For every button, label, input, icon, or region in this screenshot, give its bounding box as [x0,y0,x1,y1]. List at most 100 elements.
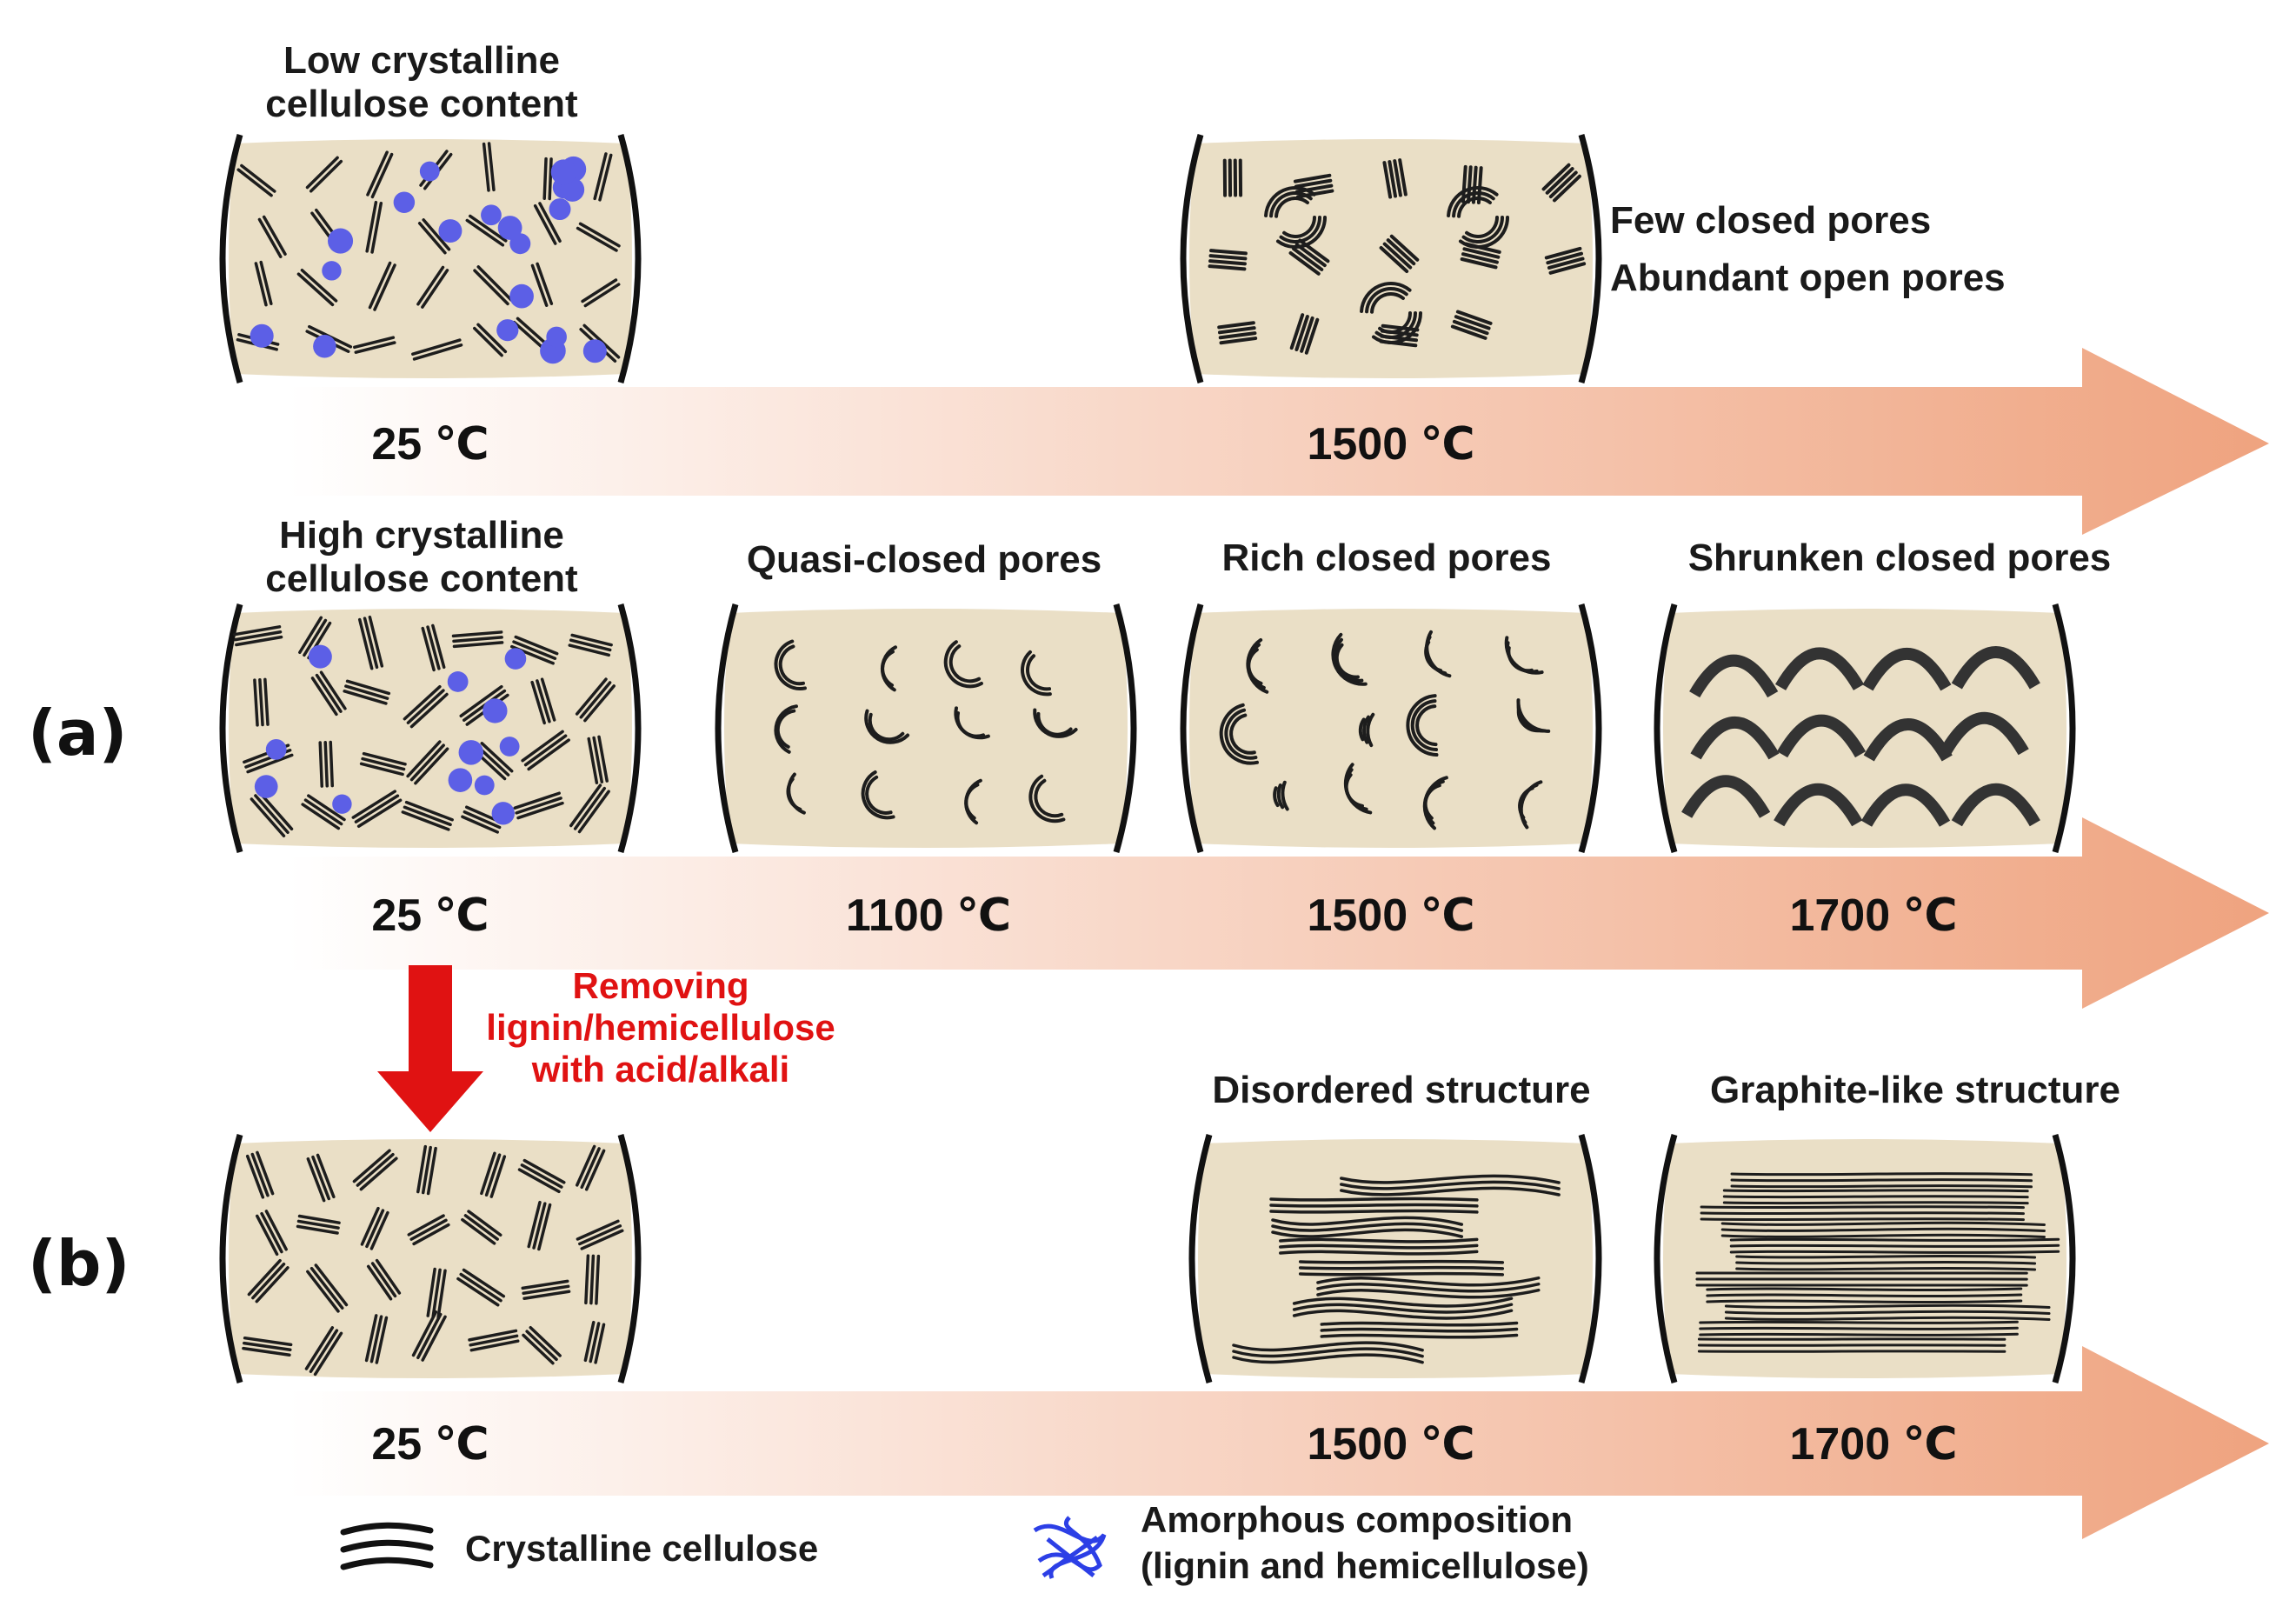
sample-a-1700-shrunken-pore [1951,783,2040,827]
sample-a-1700-shrunken-pore [1774,783,1863,827]
sample-b-25-right-wall [617,1134,642,1383]
sample-a-1100-pore-wall [1033,708,1078,738]
sample-a-25-amorphous-dot [254,775,278,798]
sample-a-25-amorphous-dot [448,768,473,792]
sample-top-1500-open-pore [1458,216,1509,249]
sample-a-25-texture [233,615,616,837]
process-arrow-a [287,817,2269,1009]
sample-a-25-fiber [368,615,384,668]
sample-a-25-fiber [307,794,346,822]
sample-a-1500-left-wall [1180,603,1204,853]
sample-b-25-fiber [527,1200,542,1249]
sample-a-1700-left-wall [1654,603,1678,853]
panel-a-temp-1700: 1700 ℃ [1789,890,1957,941]
sample-top-25-fiber [254,262,268,307]
sample-top-25 [229,139,632,378]
sample-top-25-fiber [598,153,613,202]
sample-top-1500-fiber [1461,252,1499,264]
sample-a-25-fiber [409,692,449,729]
sample-b-1500-fiber [1279,1237,1479,1243]
sample-b-25-fiber [489,1155,507,1198]
sample-a-25-amorphous-dot [265,738,287,760]
sample-a-25-amorphous-dot [499,737,520,757]
sample-top-25-fiber [465,218,505,247]
sample-top-1500-fiber [1294,314,1309,351]
sample-a-1500-pore-wall [1519,780,1543,830]
sample-b-1700-fiber [1699,1332,2019,1337]
sample-top-25-amorphous-dot [550,159,576,185]
sample-a-1700-texture [1681,646,2040,827]
sample-a-1100-pore-wall [774,639,807,690]
sample-b-25-fiber [578,1224,622,1246]
sample-top-25-fiber [412,343,463,361]
sample-b-25-fiber [352,1149,391,1183]
sample-b-25-fiber [297,1214,341,1224]
sample-top-25-fiber [469,214,508,243]
sample-top-1500-fiber [1548,170,1578,199]
sample-b-25-fiber [594,1323,606,1364]
sample-a-25-fiber [452,636,503,643]
sample-top-25-fiber [259,260,273,305]
rich-closed-pores-label: Rich closed pores [1221,537,1551,579]
sample-b-25-fiber [369,1210,389,1250]
sample-top-1500-fiber [1218,331,1257,340]
sample-a-25-fiber [527,738,570,771]
sample-b-1700-fiber [1729,1237,2060,1242]
sample-a-25-fiber [258,678,264,727]
sample-top-1500-fiber [1292,247,1324,271]
sample-a-1500-right-wall [1578,603,1602,853]
sample-a-25-fiber [303,618,328,657]
sample-top-25-fiber [530,263,549,307]
sample-a-25-fiber [344,684,389,700]
sample-top-1500-open-pore [1447,186,1499,218]
sample-b-25-fiber [366,1264,393,1301]
sample-a-25-fiber [357,617,374,670]
sample-a-25-fiber [363,617,379,670]
sample-top-25-fiber [240,163,276,193]
sample-a-25-fiber [452,641,504,649]
sample-b-1500-fiber [1316,1276,1541,1287]
open-pores-label-line2: Abundant open pores [1610,257,2006,299]
sample-top-25-amorphous-dot [496,319,519,342]
sample-b-1700-fiber [1720,1233,2046,1238]
sample-a-1100-left-wall [715,603,739,853]
sample-a-25-fiber [401,810,450,831]
sample-top-25-fiber [473,326,503,357]
sample-top-1500-fiber [1209,249,1248,256]
sample-top-25-fiber [373,263,396,311]
sample-a-25-fiber [540,677,556,722]
sample-top-25-amorphous-dot [393,191,416,213]
sample-top-25-fiber [411,338,462,356]
sample-top-1500-fiber [1398,158,1408,197]
sample-a-1100-pore-wall [865,775,893,815]
sample-b-1500-fiber [1316,1282,1541,1293]
legend-crystalline-label: Crystalline cellulose [465,1528,818,1569]
sample-b-1500-fiber [1269,1197,1479,1202]
sample-top-25-amorphous-dot [481,204,502,226]
sample-top-25-amorphous-dot [328,228,354,254]
sample-top-25-fiber [353,336,396,350]
sample-a-1500-pore-wall [1229,713,1256,755]
sample-a-1100-pore-wall [868,712,905,742]
sample-top-1500-fiber [1208,254,1248,261]
sample-b-25-fiber [370,1262,397,1298]
sample-b-25-fiber [264,1210,288,1251]
sample-a-1100-texture [774,639,1078,825]
sample-a-25-amorphous-dot [308,644,332,669]
sample-b-25-fiber [375,1258,402,1295]
sample-b-25-fiber [411,1310,438,1357]
sample-a-1700-shrunken-pore [1951,646,2040,690]
sample-b-25-fiber [426,1267,436,1317]
sample-top-1500-fiber [1454,315,1491,330]
sample-b-1700-fiber [1706,1293,2023,1298]
sample-b-25-fiber [480,1151,496,1196]
sample-a-25-fiber [351,790,397,819]
sample-top-25-fiber [482,142,490,192]
sample-a-1500-pore-wall [1422,776,1448,830]
top-sample-label-line1: Low crystalline [283,39,560,82]
sample-a-1100-right-wall [1113,603,1137,853]
sample-a-1500-pore-wall [1343,763,1373,815]
sample-a-25-fiber [406,740,442,778]
sample-top-25-fiber [305,156,339,190]
sample-a-25-fiber [263,677,270,726]
